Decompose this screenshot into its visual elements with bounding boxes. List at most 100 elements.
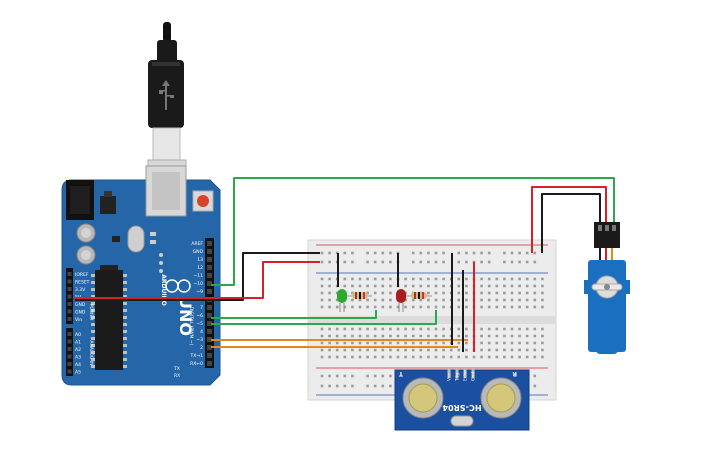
breadboard-rail-hole[interactable] bbox=[373, 260, 377, 264]
breadboard-hole[interactable] bbox=[510, 341, 514, 345]
breadboard-rail-hole[interactable] bbox=[320, 251, 324, 255]
breadboard-hole[interactable] bbox=[487, 291, 491, 295]
breadboard-hole[interactable] bbox=[434, 348, 438, 352]
breadboard-hole[interactable] bbox=[404, 341, 407, 345]
breadboard-hole[interactable] bbox=[373, 277, 377, 281]
breadboard-hole[interactable] bbox=[320, 341, 324, 345]
breadboard-hole[interactable] bbox=[480, 284, 483, 288]
breadboard-rail-hole[interactable] bbox=[533, 374, 537, 378]
wire-green-led[interactable] bbox=[211, 310, 377, 319]
red-led-assembly[interactable] bbox=[396, 289, 432, 312]
breadboard-hole[interactable] bbox=[351, 341, 354, 345]
breadboard-hole[interactable] bbox=[503, 327, 506, 331]
breadboard-rail-hole[interactable] bbox=[465, 260, 468, 264]
breadboard-rail-hole[interactable] bbox=[427, 251, 430, 255]
breadboard-rail-hole[interactable] bbox=[351, 251, 354, 255]
breadboard-hole[interactable] bbox=[449, 348, 453, 352]
breadboard-hole[interactable] bbox=[328, 291, 331, 295]
breadboard-hole[interactable] bbox=[396, 355, 400, 359]
header-pin-hole[interactable] bbox=[207, 321, 212, 326]
breadboard-hole[interactable] bbox=[518, 305, 521, 309]
header-pin-hole[interactable] bbox=[67, 339, 72, 344]
breadboard-rail-hole[interactable] bbox=[389, 374, 392, 378]
breadboard-hole[interactable] bbox=[434, 334, 438, 338]
wire-ground-rail[interactable] bbox=[211, 252, 320, 301]
header-pin-hole[interactable] bbox=[67, 332, 72, 336]
breadboard-hole[interactable] bbox=[465, 327, 468, 331]
breadboard-hole[interactable] bbox=[343, 334, 347, 338]
breadboard-hole[interactable] bbox=[381, 305, 385, 309]
breadboard-hole[interactable] bbox=[472, 355, 476, 359]
breadboard-hole[interactable] bbox=[320, 298, 324, 302]
breadboard-hole[interactable] bbox=[328, 348, 331, 352]
header-pin-hole[interactable] bbox=[207, 329, 212, 334]
breadboard-hole[interactable] bbox=[419, 284, 423, 288]
breadboard-rail-hole[interactable] bbox=[411, 251, 415, 255]
breadboard-rail-hole[interactable] bbox=[335, 374, 339, 378]
breadboard-hole[interactable] bbox=[480, 327, 483, 331]
breadboard-hole[interactable] bbox=[328, 277, 331, 281]
breadboard-hole[interactable] bbox=[533, 355, 537, 359]
breadboard-hole[interactable] bbox=[442, 277, 445, 281]
breadboard-hole[interactable] bbox=[541, 341, 544, 345]
breadboard-rail-hole[interactable] bbox=[328, 374, 331, 378]
breadboard-hole[interactable] bbox=[343, 348, 347, 352]
breadboard-hole[interactable] bbox=[457, 298, 461, 302]
breadboard-hole[interactable] bbox=[495, 277, 499, 281]
breadboard-hole[interactable] bbox=[434, 277, 438, 281]
breadboard-hole[interactable] bbox=[373, 334, 377, 338]
breadboard-hole[interactable] bbox=[457, 291, 461, 295]
breadboard-hole[interactable] bbox=[366, 291, 369, 295]
breadboard-hole[interactable] bbox=[510, 334, 514, 338]
breadboard-hole[interactable] bbox=[419, 327, 423, 331]
breadboard-hole[interactable] bbox=[335, 298, 339, 302]
breadboard-hole[interactable] bbox=[541, 291, 544, 295]
breadboard-hole[interactable] bbox=[541, 305, 544, 309]
breadboard-hole[interactable] bbox=[358, 298, 362, 302]
breadboard-rail-hole[interactable] bbox=[366, 384, 369, 388]
breadboard-hole[interactable] bbox=[404, 305, 407, 309]
breadboard-hole[interactable] bbox=[404, 355, 407, 359]
breadboard-hole[interactable] bbox=[503, 291, 506, 295]
breadboard-hole[interactable] bbox=[411, 277, 415, 281]
breadboard-hole[interactable] bbox=[389, 341, 392, 345]
breadboard-hole[interactable] bbox=[495, 348, 499, 352]
breadboard-hole[interactable] bbox=[373, 291, 377, 295]
breadboard-hole[interactable] bbox=[328, 341, 331, 345]
breadboard-hole[interactable] bbox=[411, 284, 415, 288]
breadboard-rail-hole[interactable] bbox=[434, 260, 438, 264]
breadboard-hole[interactable] bbox=[487, 277, 491, 281]
breadboard-hole[interactable] bbox=[328, 305, 331, 309]
breadboard-hole[interactable] bbox=[381, 284, 385, 288]
breadboard-hole[interactable] bbox=[465, 341, 468, 345]
breadboard-hole[interactable] bbox=[381, 341, 385, 345]
breadboard-hole[interactable] bbox=[427, 284, 430, 288]
breadboard-hole[interactable] bbox=[525, 291, 529, 295]
breadboard-hole[interactable] bbox=[525, 305, 529, 309]
breadboard-hole[interactable] bbox=[366, 277, 369, 281]
breadboard-hole[interactable] bbox=[533, 277, 537, 281]
breadboard-hole[interactable] bbox=[480, 334, 483, 338]
breadboard-hole[interactable] bbox=[510, 277, 514, 281]
breadboard-hole[interactable] bbox=[442, 284, 445, 288]
breadboard-hole[interactable] bbox=[404, 298, 407, 302]
breadboard-hole[interactable] bbox=[411, 341, 415, 345]
breadboard-hole[interactable] bbox=[533, 327, 537, 331]
breadboard-rail-hole[interactable] bbox=[533, 251, 537, 255]
breadboard-hole[interactable] bbox=[442, 355, 445, 359]
breadboard-hole[interactable] bbox=[525, 298, 529, 302]
breadboard-hole[interactable] bbox=[457, 348, 461, 352]
breadboard-hole[interactable] bbox=[389, 291, 392, 295]
header-pin-hole[interactable] bbox=[207, 353, 212, 358]
breadboard-hole[interactable] bbox=[510, 355, 514, 359]
breadboard-rail-hole[interactable] bbox=[366, 260, 369, 264]
breadboard-hole[interactable] bbox=[487, 355, 491, 359]
breadboard-hole[interactable] bbox=[358, 277, 362, 281]
breadboard-hole[interactable] bbox=[533, 284, 537, 288]
breadboard-hole[interactable] bbox=[358, 284, 362, 288]
arduino-uno-board[interactable]: UNO ARDUINO POWER ANALOG IN DIGITAL (PWM… bbox=[61, 165, 221, 386]
sensor-pin[interactable] bbox=[455, 368, 459, 378]
header-pin-hole[interactable] bbox=[67, 347, 72, 351]
breadboard-hole[interactable] bbox=[389, 355, 392, 359]
